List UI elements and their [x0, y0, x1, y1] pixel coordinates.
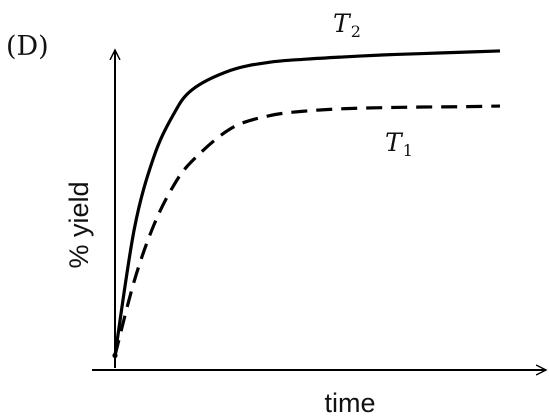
series-line-t2: [113, 49, 501, 356]
option-label: (D): [6, 31, 49, 62]
x-axis-label: time: [324, 388, 375, 418]
series-label-t2-sub: 2: [351, 22, 361, 41]
series-label-t2: T2: [333, 9, 361, 41]
series-label-t1: T1: [385, 128, 413, 160]
series-label-t2-main: T: [333, 9, 352, 38]
y-axis-label: % yield: [64, 181, 94, 268]
series-label-t1-sub: 1: [403, 141, 413, 160]
origin-point: [112, 352, 118, 359]
series-line-t1: [113, 104, 501, 356]
series-label-t1-main: T: [385, 128, 404, 157]
series-layer: [112, 49, 501, 359]
